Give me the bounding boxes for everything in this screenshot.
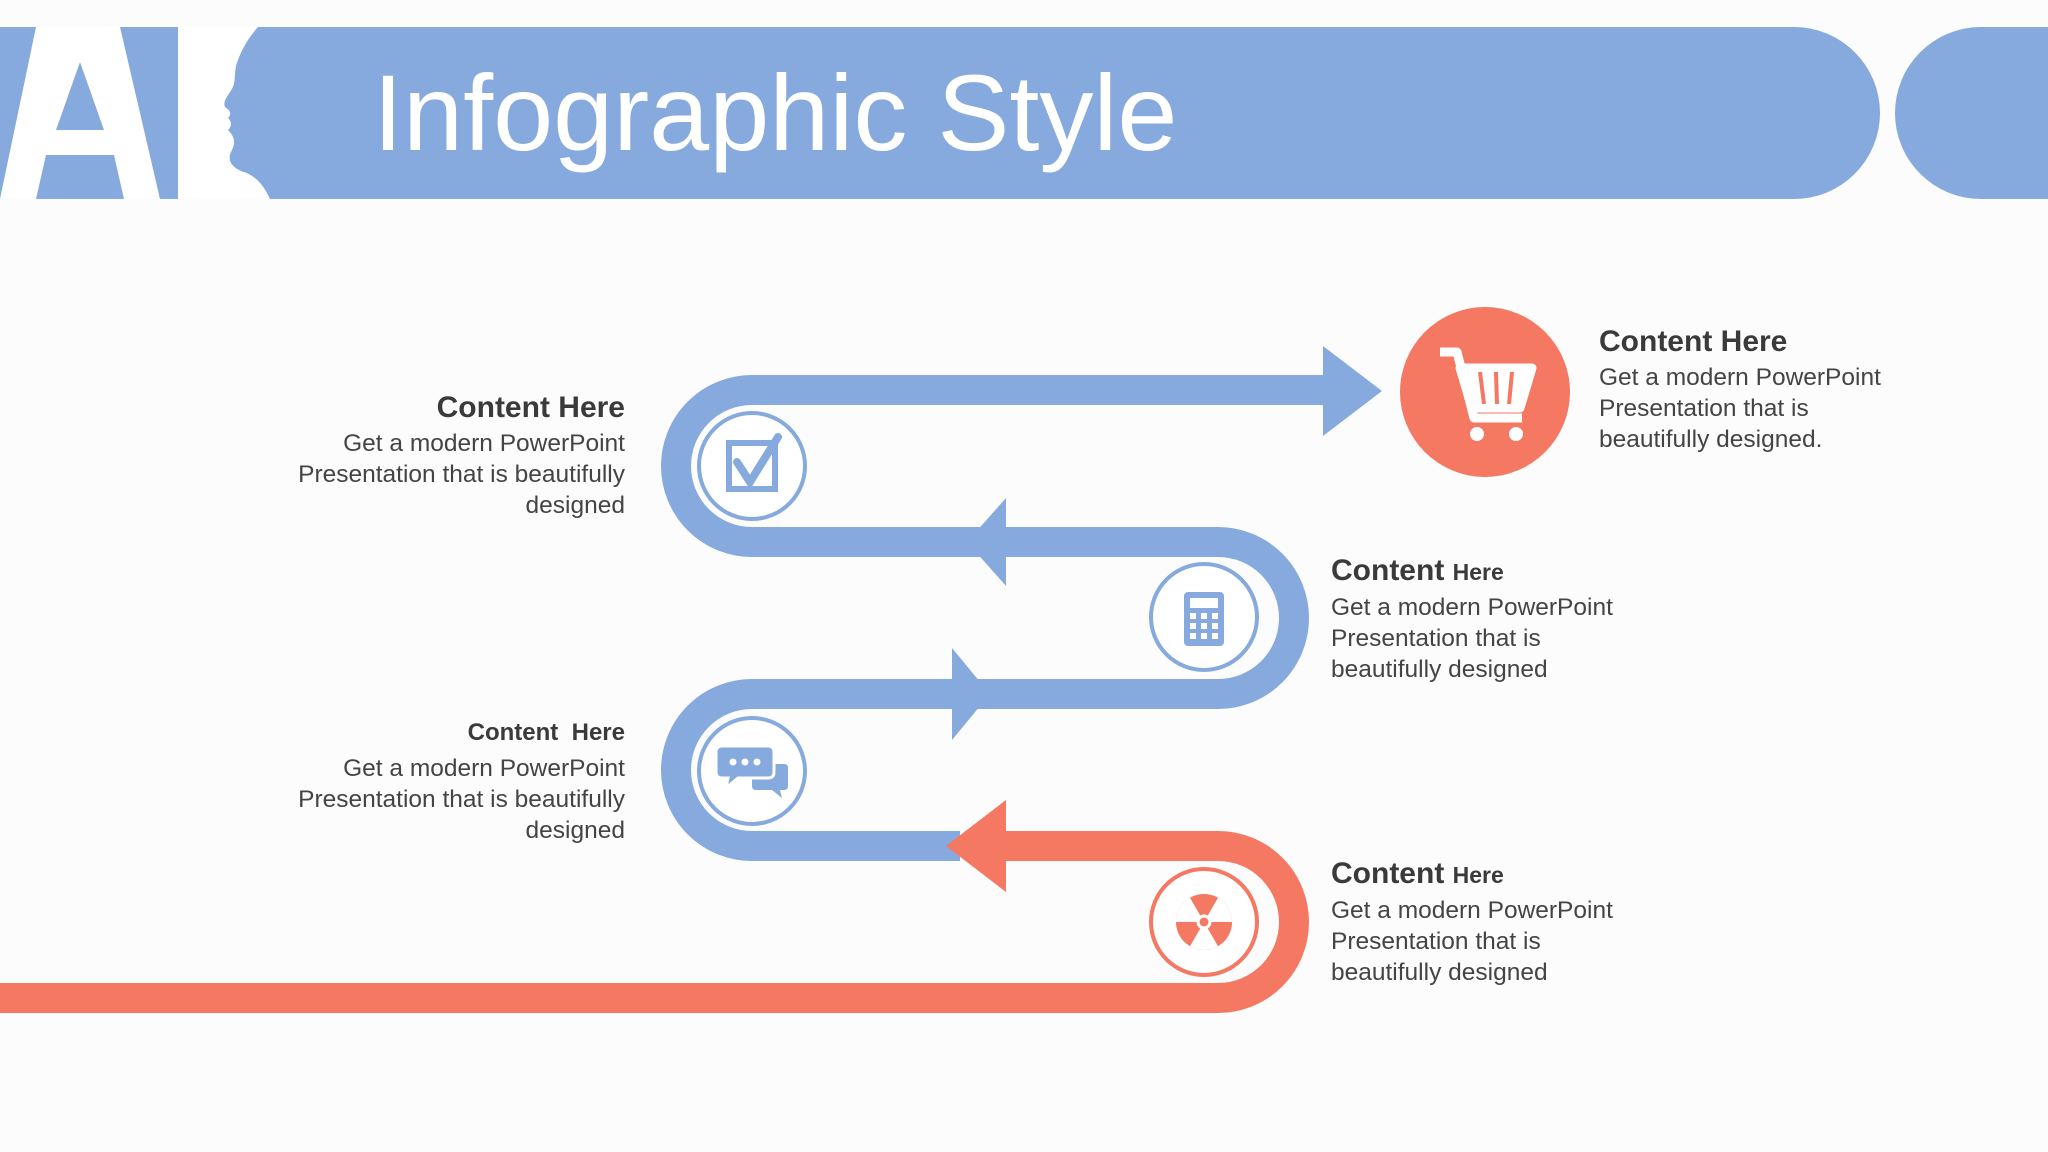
step-description: Get a modern PowerPoint Presentation tha… <box>298 755 625 844</box>
arrow-head-top <box>1323 346 1382 436</box>
step-description: Get a modern PowerPoint Presentation tha… <box>298 430 625 519</box>
step-icon-radiation <box>1149 867 1259 977</box>
arrow-head-row4 <box>946 800 1006 892</box>
checkbox-icon <box>726 440 778 492</box>
step-description: Get a modern PowerPoint Presentation tha… <box>1331 594 1613 683</box>
path-segment-blue <box>661 375 1325 861</box>
step-description: Get a modern PowerPoint Presentation tha… <box>1599 364 1881 453</box>
logo-letter-i <box>178 27 208 199</box>
head-silhouette-icon <box>208 27 270 199</box>
path-segment-coral <box>0 831 1309 1013</box>
step-text-3: Content Here Get a modern PowerPoint Pre… <box>1331 551 1613 685</box>
ai-logo <box>0 27 270 199</box>
step-icon-cart <box>1400 307 1570 477</box>
chat-bubbles-icon <box>714 744 788 798</box>
step-icon-calculator <box>1149 562 1259 672</box>
arrow-head-row2 <box>967 498 1006 586</box>
step-heading: Content Here <box>1599 325 1788 358</box>
logo-letter-a <box>0 27 160 199</box>
step-icon-checkbox <box>697 411 807 521</box>
slide-title: Infographic Style <box>373 52 1178 173</box>
step-text-4: Content Here Get a modern PowerPoint Pre… <box>298 713 625 846</box>
step-heading: Content Here <box>436 391 625 424</box>
calculator-icon <box>1184 592 1224 646</box>
step-heading: Content Here <box>1331 554 1504 587</box>
step-description: Get a modern PowerPoint Presentation tha… <box>1331 897 1613 986</box>
step-heading: Content Here <box>467 719 625 746</box>
step-text-5: Content Here Get a modern PowerPoint Pre… <box>1331 854 1613 988</box>
timeline-path <box>0 375 1325 1013</box>
header-pill-right <box>1895 27 2048 199</box>
step-icon-chat <box>697 716 807 826</box>
radiation-icon <box>1176 894 1232 950</box>
step-text-1: Content Here Get a modern PowerPoint Pre… <box>1599 322 1881 455</box>
step-text-2: Content Here Get a modern PowerPoint Pre… <box>298 388 625 521</box>
header-banner <box>0 27 1880 199</box>
arrow-head-row3 <box>952 648 990 740</box>
step-heading: Content Here <box>1331 857 1504 890</box>
